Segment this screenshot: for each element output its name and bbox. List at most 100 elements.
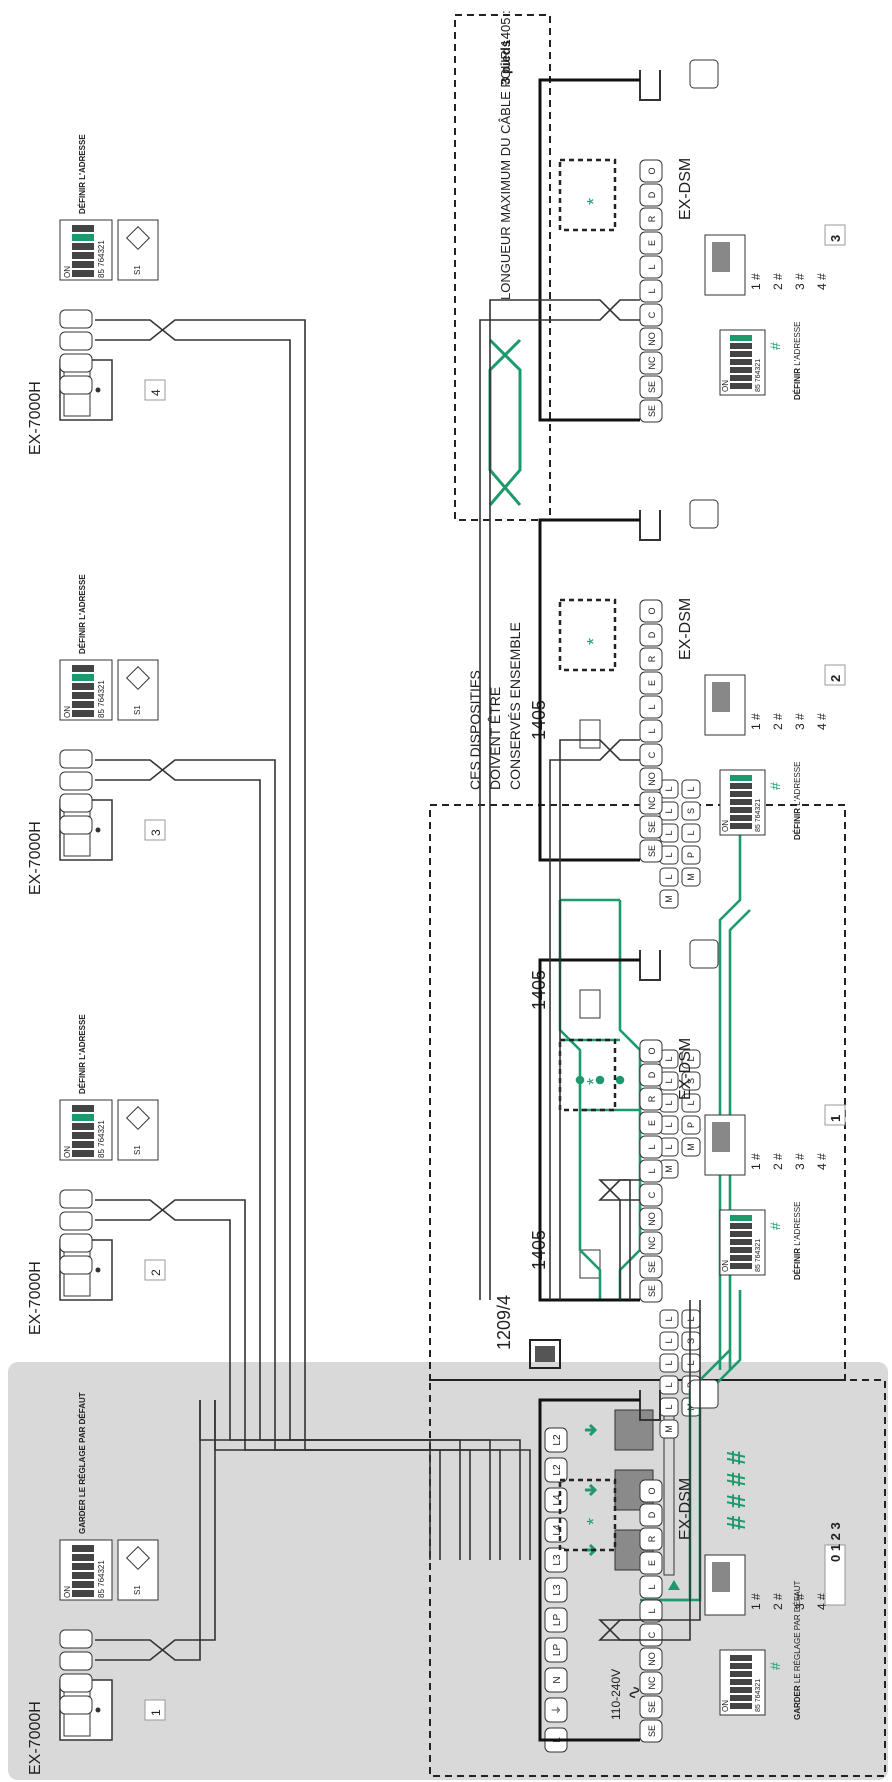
extender-terminal-label: L <box>664 1100 674 1105</box>
monitor-s1-label: S1 <box>133 1585 142 1595</box>
wire <box>304 1400 531 1560</box>
cable-max-value: 3 pieds <box>498 40 513 85</box>
dip-on-label: ON <box>721 1700 730 1712</box>
station-bus-wire <box>598 1179 640 1300</box>
extender-terminal-label: L <box>686 786 696 791</box>
station-terminal <box>639 1063 663 1087</box>
station-terminal-label: SE <box>647 1285 657 1297</box>
station-dip-text: L'ADRESSE <box>793 762 802 806</box>
dip-lever <box>730 359 752 365</box>
dip-lever <box>72 261 94 268</box>
dip-code: 85 764321 <box>97 1120 106 1158</box>
extender-terminal-label: L <box>664 1338 674 1343</box>
extender-terminal <box>681 1071 701 1091</box>
station-terminal <box>639 1039 663 1063</box>
extender-terminal-label: L <box>664 874 674 879</box>
extender-terminal-label: L <box>664 852 674 857</box>
extender-terminal-label: L <box>664 1382 674 1387</box>
wire <box>95 1400 216 1661</box>
power-terminal <box>544 1547 568 1573</box>
station-dip-bold: DÉFINIR <box>793 806 802 840</box>
keypad-row-label: 1 # <box>749 1593 763 1610</box>
power-terminal <box>544 1697 568 1723</box>
monitor-terminal <box>59 1629 93 1649</box>
dip-lever <box>730 1687 752 1693</box>
station-dip-instruction: DÉFINIR L'ADRESSE <box>793 322 802 400</box>
dip-lever <box>730 1671 752 1677</box>
wire <box>95 1199 246 1400</box>
station-terminal <box>639 1575 663 1599</box>
station-terminal <box>639 1599 663 1623</box>
dip-on-label: ON <box>63 1586 72 1598</box>
station-terminal-label: SE <box>647 1701 657 1713</box>
monitor-terminal <box>59 331 93 351</box>
dip-lever <box>72 1572 94 1579</box>
station-terminal-label: NO <box>647 332 657 346</box>
station-terminal <box>639 1479 663 1503</box>
station-terminal <box>639 1647 663 1671</box>
station-dip-instruction: GARDER LE RÉGLAGE PAR DÉFAUT <box>793 1580 802 1720</box>
keypad-row-label: 4 # <box>815 713 829 730</box>
station-terminal-label: SE <box>647 405 657 417</box>
monitor-terminal <box>59 815 93 835</box>
power-unit-icon-screen <box>535 1346 555 1362</box>
station-terminal <box>639 815 663 839</box>
station-terminal <box>639 623 663 647</box>
monitor-terminal <box>59 771 93 791</box>
extender-terminal-label: M <box>664 1425 674 1433</box>
power-terminal <box>544 1487 568 1513</box>
monitor-button-icon <box>95 1267 101 1273</box>
extender-terminal-label: S <box>686 1078 696 1084</box>
dip-lever <box>72 1554 94 1561</box>
station-terminal <box>639 1135 663 1159</box>
monitor-terminal <box>59 1255 93 1275</box>
extender-terminal-label: L <box>664 1122 674 1127</box>
monitor-button-icon <box>95 1707 101 1713</box>
monitor-s1-label: S1 <box>133 265 142 275</box>
door-station-model: EX-DSM <box>677 598 694 660</box>
keypad-row-label: 3 # <box>793 713 807 730</box>
station-power-loop-wire <box>538 518 640 862</box>
station-terminal <box>639 375 663 399</box>
legend-twisted-pair-icon <box>488 338 522 506</box>
door-lock-icon <box>639 950 661 981</box>
extender-icon <box>579 989 601 1019</box>
extender-terminal <box>659 1419 679 1439</box>
station-terminal-label: NO <box>647 772 657 786</box>
dip-lever <box>730 1215 752 1221</box>
station-relay-block <box>558 1478 617 1552</box>
extender-terminal <box>681 867 701 887</box>
power-terminal-label: L2 <box>552 1434 563 1446</box>
station-terminal-label: L <box>647 1168 657 1173</box>
extender-terminal-label: P <box>686 852 696 858</box>
keep-together-line-1: CES DISPOSITIFS <box>467 670 483 790</box>
station-dip-instruction: DÉFINIR L'ADRESSE <box>793 1202 802 1280</box>
station-terminal-label: D <box>647 631 657 638</box>
monitor-terminal <box>59 1695 93 1715</box>
extender-terminal-label: P <box>686 1122 696 1128</box>
extender-icon <box>579 719 601 749</box>
extender-terminal-label: L <box>664 830 674 835</box>
monitor-model: EX-7000H <box>27 1261 44 1335</box>
dip-lever <box>730 1247 752 1253</box>
station-terminal-label: O <box>647 1487 657 1494</box>
station-terminal <box>639 255 663 279</box>
power-terminal-label: ⏚ <box>551 1705 563 1715</box>
dip-on-label: ON <box>721 1260 730 1272</box>
station-terminal-label: SE <box>647 381 657 393</box>
monitor-model: EX-7000H <box>27 821 44 895</box>
station-address-box <box>824 664 846 686</box>
camera-icon <box>689 939 719 969</box>
camera-icon <box>689 59 719 89</box>
dip-lever <box>730 783 752 789</box>
door-lock-icon <box>639 510 661 541</box>
station-terminal <box>639 719 663 743</box>
station-terminal-label: NC <box>647 796 657 809</box>
power-terminal-label: L3 <box>552 1584 563 1596</box>
dip-lever <box>72 1150 94 1157</box>
monitor-number-box <box>144 379 166 401</box>
dip-on-label: ON <box>721 820 730 832</box>
monitor-s1-label: S1 <box>133 1145 142 1155</box>
monitor-terminal <box>59 793 93 813</box>
